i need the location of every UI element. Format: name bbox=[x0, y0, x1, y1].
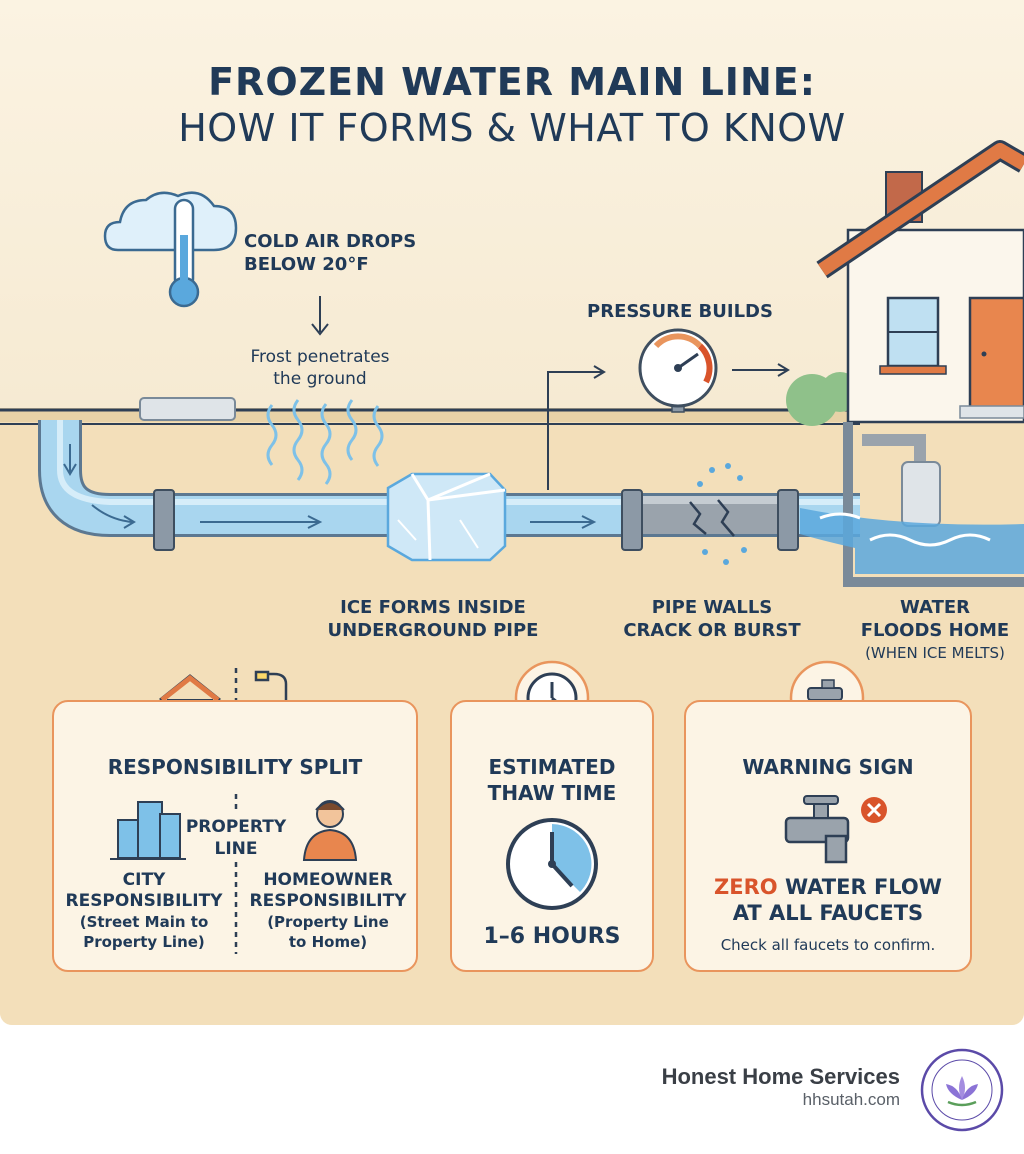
pressure-right-arrow bbox=[732, 363, 790, 377]
responsibility-graphics bbox=[110, 794, 358, 954]
homeowner-person-icon bbox=[302, 800, 358, 861]
ice-line-1: ICE FORMS INSIDE bbox=[340, 597, 526, 618]
headline-line-1: FROZEN WATER MAIN LINE: bbox=[208, 60, 816, 104]
flood-label: WATER FLOODS HOME (WHEN ICE MELTS) bbox=[846, 596, 1024, 664]
responsibility-card: RESPONSIBILITY SPLIT PROPERTY LINE CITY … bbox=[52, 700, 418, 972]
homeowner-title-2: RESPONSIBILITY bbox=[249, 891, 407, 911]
responsibility-title: RESPONSIBILITY SPLIT bbox=[107, 755, 363, 779]
property-line-2: LINE bbox=[214, 839, 258, 859]
cold-air-line-2: BELOW 20°F bbox=[244, 254, 369, 275]
pressure-gauge-icon bbox=[638, 328, 718, 413]
ice-block bbox=[386, 472, 507, 562]
pressure-label: PRESSURE BUILDS bbox=[587, 301, 773, 322]
cold-air-label: COLD AIR DROPS BELOW 20°F bbox=[244, 230, 416, 276]
down-arrow-head bbox=[311, 323, 329, 336]
brand-name: Honest Home Services bbox=[661, 1064, 900, 1089]
frost-label: Frost penetrates the ground bbox=[220, 346, 420, 390]
burst-label: PIPE WALLS CRACK OR BURST bbox=[612, 596, 812, 642]
homeowner-note-2: to Home) bbox=[288, 933, 368, 951]
pressure-up-arrow bbox=[547, 365, 606, 490]
thaw-title-2: THAW TIME bbox=[487, 781, 617, 805]
homeowner-title-1: HOMEOWNER bbox=[263, 870, 393, 890]
homeowner-responsibility-label: HOMEOWNER RESPONSIBILITY (Property Line … bbox=[238, 870, 418, 952]
city-buildings-icon bbox=[110, 801, 186, 860]
warning-sign-card: WARNING SIGN ZERO WATER FLOW AT ALL FAUC… bbox=[684, 700, 972, 972]
city-title-1: CITY bbox=[122, 870, 166, 890]
frost-line-1: Frost penetrates bbox=[250, 347, 390, 367]
cloud-thermometer-icon bbox=[103, 191, 238, 308]
pipe-crack bbox=[689, 499, 735, 537]
flood-line-2: FLOODS HOME bbox=[860, 620, 1010, 641]
flow-arrows bbox=[63, 444, 597, 529]
basement-flood bbox=[800, 422, 1024, 587]
zero-flow-line-2: AT ALL FAUCETS bbox=[732, 901, 924, 925]
brand-logo bbox=[920, 1048, 1004, 1132]
city-title-2: RESPONSIBILITY bbox=[65, 891, 223, 911]
homeowner-note-1: (Property Line bbox=[267, 913, 389, 931]
warning-note: Check all faucets to confirm. bbox=[720, 936, 936, 954]
large-clock-icon bbox=[506, 818, 598, 910]
warning-title: WARNING SIGN bbox=[742, 755, 914, 779]
city-note-2: Property Line) bbox=[83, 933, 205, 951]
thaw-time-value: 1–6 HOURS bbox=[483, 924, 621, 949]
headline-line-2: HOW IT FORMS & WHAT TO KNOW bbox=[178, 106, 846, 150]
burst-line-1: PIPE WALLS bbox=[651, 597, 773, 618]
water-spray bbox=[697, 463, 747, 565]
burst-line-2: CRACK OR BURST bbox=[623, 620, 801, 641]
house-illustration bbox=[786, 140, 1024, 426]
city-responsibility-label: CITY RESPONSIBILITY (Street Main to Prop… bbox=[54, 870, 234, 952]
cold-air-line-1: COLD AIR DROPS bbox=[244, 231, 417, 252]
zero-flow-line-1: WATER FLOW bbox=[777, 875, 942, 899]
property-line-label: PROPERTY LINE bbox=[174, 816, 298, 860]
thaw-title: ESTIMATED THAW TIME bbox=[452, 754, 652, 806]
ice-label: ICE FORMS INSIDE UNDERGROUND PIPE bbox=[318, 596, 548, 642]
property-line-1: PROPERTY bbox=[185, 817, 287, 837]
frost-waves bbox=[266, 399, 384, 485]
pipe-couplings bbox=[153, 489, 799, 551]
flood-line-1: WATER bbox=[899, 597, 970, 618]
city-note-1: (Street Main to bbox=[79, 913, 209, 931]
zero-flow-text: ZERO WATER FLOW AT ALL FAUCETS bbox=[686, 874, 970, 926]
faucet-no-flow-icon bbox=[784, 795, 887, 864]
brand-url: hhsutah.com bbox=[802, 1090, 900, 1109]
flood-line-3: (WHEN ICE MELTS) bbox=[865, 644, 1005, 662]
curb-box bbox=[139, 397, 236, 421]
thaw-title-1: ESTIMATED bbox=[488, 755, 616, 779]
infographic-panel: FROZEN WATER MAIN LINE: HOW IT FORMS & W… bbox=[0, 0, 1024, 1025]
frost-line-2: the ground bbox=[273, 369, 367, 389]
ice-line-2: UNDERGROUND PIPE bbox=[327, 620, 539, 641]
zero-word: ZERO bbox=[714, 875, 778, 899]
thaw-time-card: ESTIMATED THAW TIME 1–6 HOURS bbox=[450, 700, 654, 972]
